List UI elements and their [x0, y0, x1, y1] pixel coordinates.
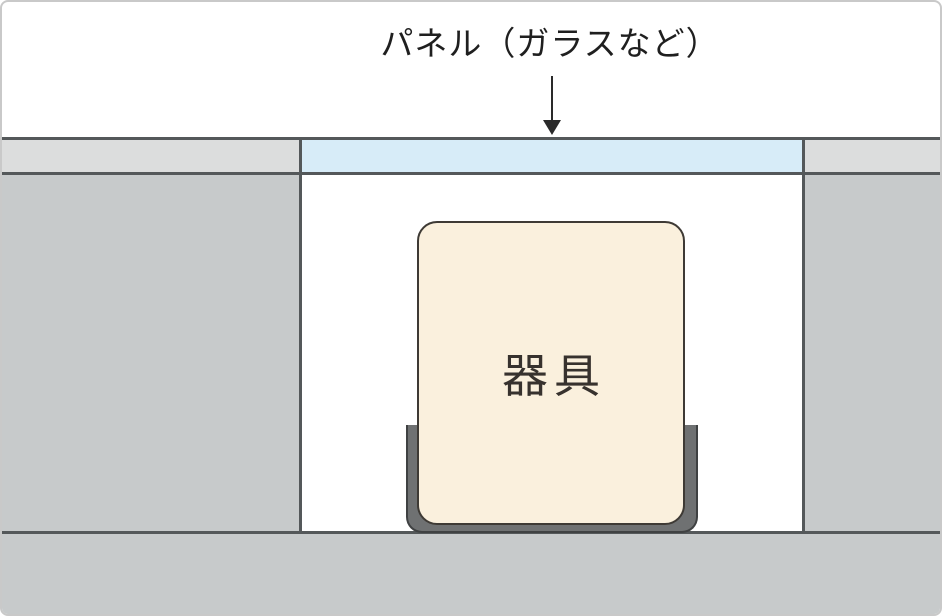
ceiling-bottom-line [2, 172, 940, 175]
arrow-stem [551, 76, 553, 122]
fixture-box: 器具 [417, 221, 685, 525]
left-wall-block [2, 175, 299, 531]
glass-panel [302, 140, 802, 172]
panel-label: パネル（ガラスなど） [380, 24, 720, 63]
arrow-head [543, 120, 561, 135]
fixture-label: 器具 [502, 349, 606, 403]
recess-left-wall-line [299, 137, 302, 534]
recess-right-wall-line [802, 137, 805, 534]
right-wall-block [805, 175, 940, 531]
ceiling-band-right [805, 140, 940, 172]
floor-block [2, 534, 940, 614]
ceiling-top-line [2, 137, 940, 140]
ceiling-band-left [2, 140, 299, 172]
